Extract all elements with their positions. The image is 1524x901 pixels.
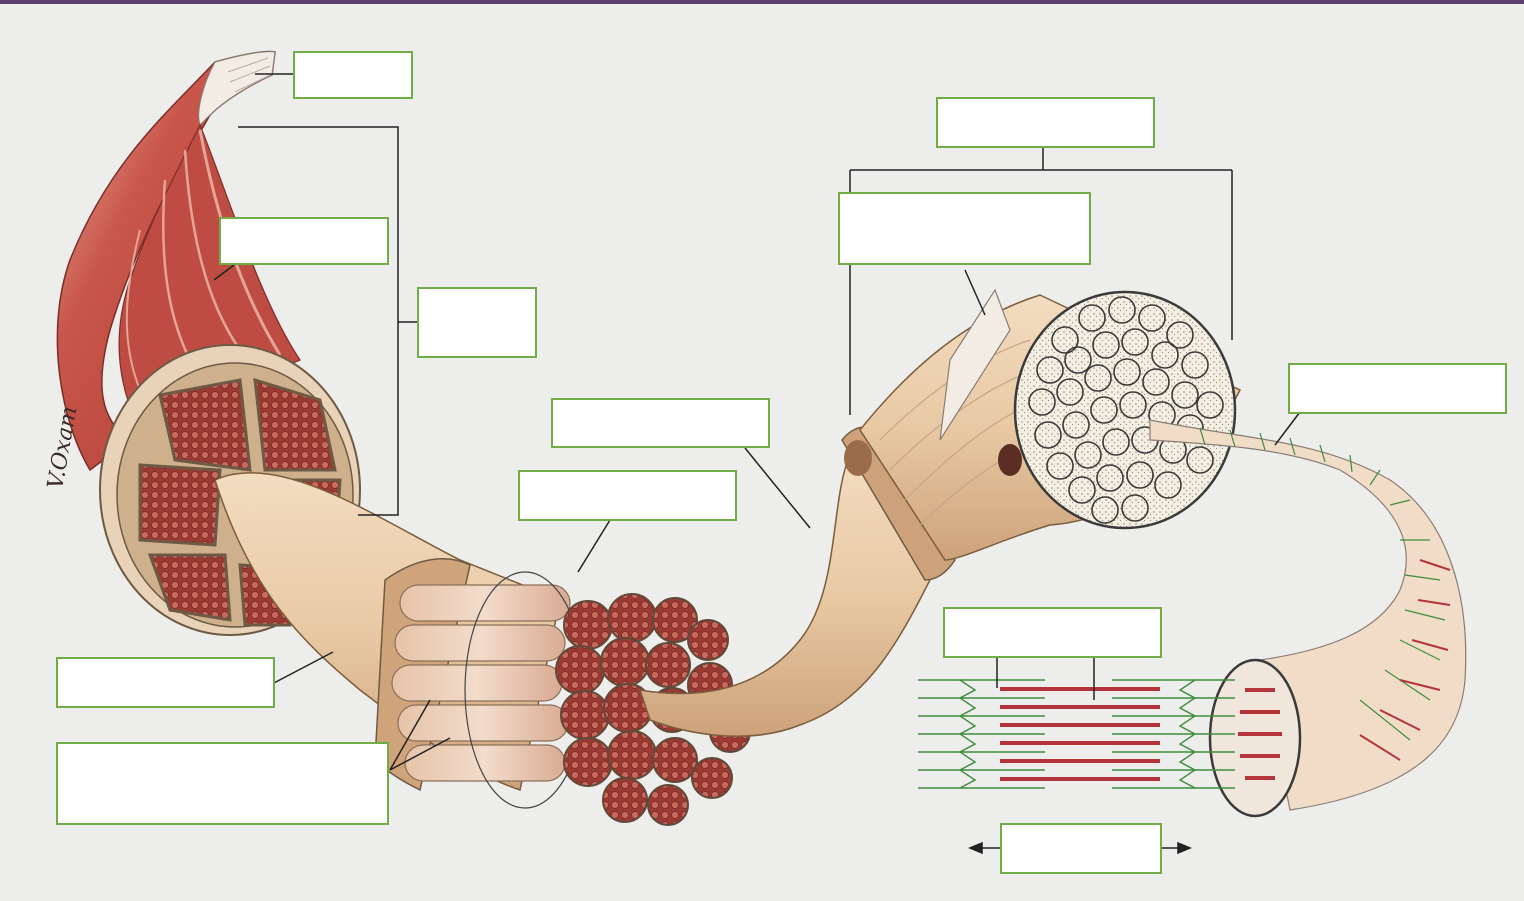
fascicle-label-box xyxy=(56,657,275,708)
tendon-label-box xyxy=(293,51,413,99)
myofibril-label-box xyxy=(838,192,1091,265)
perimysium-label-box xyxy=(936,97,1155,148)
artist-signature: V.Oxam xyxy=(43,405,82,492)
filament-schematic xyxy=(918,679,1235,855)
myofibril-illustration xyxy=(1149,419,1467,818)
muscle-fiber-label-box xyxy=(551,398,770,448)
sarcolemma-label-box xyxy=(518,470,737,521)
sarcomere-label-box xyxy=(1000,823,1162,874)
endomysium-label-box xyxy=(56,742,389,825)
whole-muscle-label-box xyxy=(417,287,537,358)
leader-lines xyxy=(213,73,1301,771)
sarcomere-filaments-label-box xyxy=(1288,363,1507,414)
muscle-belly-label-box xyxy=(219,217,389,265)
muscle-fiber-illustration xyxy=(638,288,1242,737)
myofilament-label-box xyxy=(943,607,1162,658)
fascicle-illustration xyxy=(214,471,751,826)
top-border xyxy=(0,0,1524,4)
